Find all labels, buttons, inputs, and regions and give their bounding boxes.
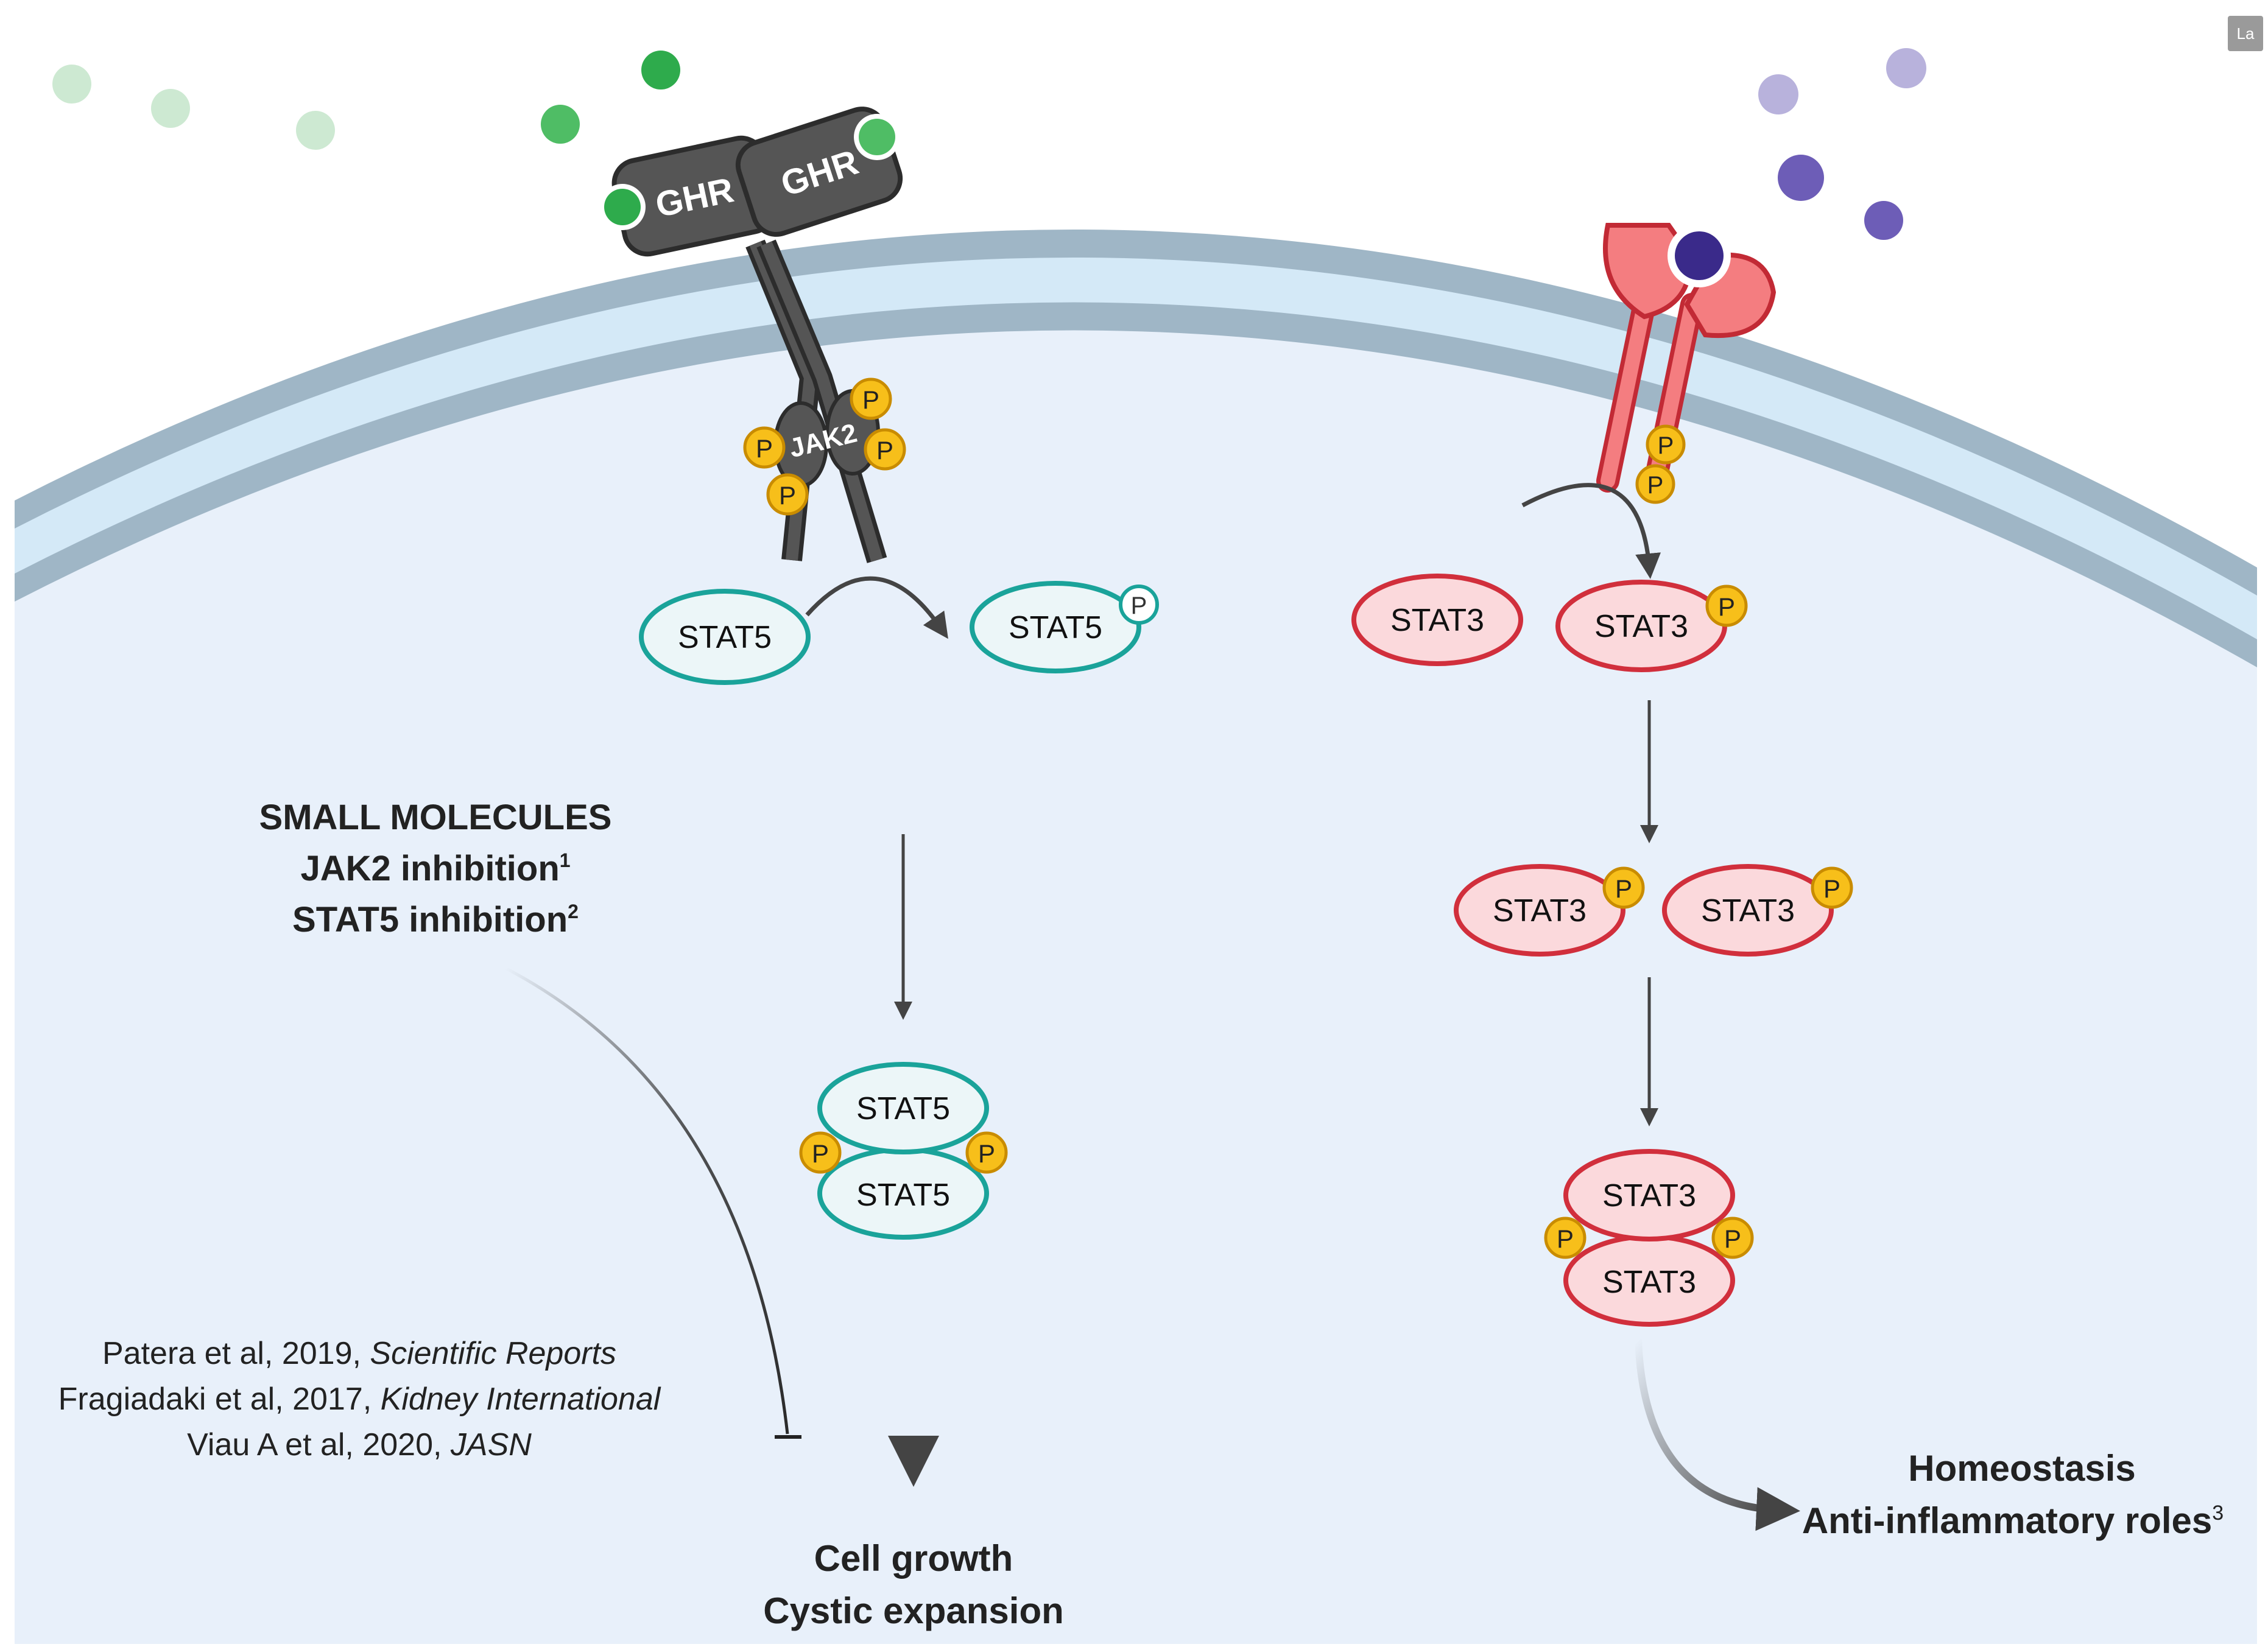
reference-2: Fragiadaki et al, 2017, Kidney Internati… <box>58 1382 661 1417</box>
il-stalk-left-inner <box>1601 297 1652 488</box>
ghr-stalk-right-inner <box>760 241 883 562</box>
phospho-label: P <box>1724 1224 1741 1253</box>
ghr-bound-ligand-right-core <box>859 119 895 155</box>
stat3-monomer-left-label: STAT3 <box>1493 893 1587 929</box>
reference-3: Viau A et al, 2020, JASN <box>187 1427 532 1463</box>
stat3-activation-arrow <box>1521 483 1661 579</box>
stat3-monomers: STAT3 P STAT3 P <box>1454 864 1853 957</box>
gh-ligand-4 <box>541 105 580 144</box>
il-ligand-1 <box>1758 74 1798 114</box>
intervention-line1: JAK2 inhibition1 <box>300 849 570 888</box>
stat3-inactive-label: STAT3 <box>1390 603 1484 638</box>
stat3-dimer-top-label: STAT3 <box>1602 1178 1696 1213</box>
reference-1: Patera et al, 2019, Scientific Reports <box>102 1336 616 1371</box>
phospho-label: P <box>1647 472 1664 499</box>
phospho-badge: P <box>799 1131 842 1174</box>
phospho-label: P <box>1658 432 1674 459</box>
phospho-badge: P <box>1602 866 1645 909</box>
phospho-badge: P <box>864 428 906 471</box>
intervention-text: SMALL MOLECULES JAK2 inhibition1 STAT5 i… <box>259 798 612 939</box>
phospho-badge: P <box>1544 1217 1587 1259</box>
phospho-badge: P <box>1811 866 1853 909</box>
phospho-label: P <box>779 481 796 510</box>
ghr-receptor: GHR GHR JAK2 P P P <box>599 107 906 563</box>
il-receptor: P P <box>1596 223 1777 504</box>
gh-ligand-2 <box>151 89 190 128</box>
intervention-heading: SMALL MOLECULES <box>259 798 612 837</box>
corner-tag: La <box>2228 16 2263 51</box>
phospho-label: P <box>1557 1224 1574 1253</box>
stat3-outcome-arrow <box>1635 1339 1800 1531</box>
stat3-inactive <box>1351 574 1523 666</box>
stat5-active <box>970 581 1141 673</box>
inhibition-line <box>504 966 789 1435</box>
stat3-monomer-right-label: STAT3 <box>1701 893 1795 929</box>
stat3-dimer-top <box>1563 1149 1735 1241</box>
il-ligands <box>1758 48 1926 240</box>
jak2-phosphates: P P P P <box>743 378 906 516</box>
left-outcome: Cell growth Cystic expansion <box>763 1538 1064 1631</box>
right-outcome: Homeostasis Anti-inflammatory roles3 <box>1802 1448 2224 1541</box>
phospho-badge: P <box>743 426 786 469</box>
stat5-dimer-top <box>817 1062 989 1154</box>
phospho-label: P <box>756 434 773 463</box>
gh-ligand-1 <box>52 65 91 104</box>
intervention-line2: STAT5 inhibition2 <box>292 900 579 939</box>
stat5-activation: STAT5 STAT5 P <box>639 576 1159 685</box>
phospho-label: P <box>1823 874 1840 903</box>
stat5-dimer-bottom-label: STAT5 <box>856 1178 950 1213</box>
stat5-phospho-badge <box>1119 585 1159 625</box>
stat5-inactive <box>639 589 811 685</box>
phospho-badge: P <box>850 378 892 420</box>
stat5-inactive-label: STAT5 <box>678 620 772 655</box>
il-ligand-4 <box>1864 201 1903 240</box>
left-outcome-line1: Cell growth <box>814 1538 1013 1579</box>
left-outcome-line2: Cystic expansion <box>763 1590 1064 1631</box>
phospho-badge: P <box>1646 424 1686 465</box>
right-outcome-line1: Homeostasis <box>1908 1448 2135 1489</box>
stat3-activation: STAT3 STAT3 P <box>1351 483 1748 672</box>
gh-ligand-3 <box>296 111 335 150</box>
phospho-badge: P <box>965 1131 1008 1174</box>
il-ligand-2 <box>1886 48 1926 88</box>
stat5-phospho-label: P <box>1131 592 1147 619</box>
phospho-badge: P <box>1635 464 1675 504</box>
phospho-label: P <box>876 436 893 465</box>
phospho-badge: P <box>1711 1217 1754 1259</box>
il-ligand-3 <box>1778 155 1824 201</box>
phospho-badge: P <box>1705 585 1748 627</box>
ghr-bound-ligand-left-core <box>604 189 641 225</box>
phospho-badge: P <box>766 473 809 516</box>
phospho-label: P <box>1615 874 1632 903</box>
stat3-dimer-bottom-label: STAT3 <box>1602 1265 1696 1300</box>
gh-ligands <box>52 51 680 150</box>
il-bound-ligand <box>1675 231 1724 280</box>
stat3-dimer: STAT3 STAT3 P P <box>1544 1149 1754 1327</box>
stat3-monomer-right <box>1662 864 1834 957</box>
right-outcome-line2: Anti-inflammatory roles3 <box>1802 1500 2224 1541</box>
phospho-label: P <box>812 1139 829 1168</box>
phospho-label: P <box>1718 592 1735 621</box>
stat3-active-label: STAT3 <box>1594 609 1688 644</box>
stat3-monomer-left <box>1454 864 1625 957</box>
phospho-label: P <box>862 385 879 414</box>
stat5-active-label: STAT5 <box>1009 610 1102 645</box>
phospho-label: P <box>978 1139 995 1168</box>
stat5-activation-arrow <box>805 576 948 639</box>
references: Patera et al, 2019, Scientific Reports F… <box>58 1336 661 1463</box>
stat5-dimer: STAT5 STAT5 P P <box>799 1062 1008 1240</box>
stat5-dimer-top-label: STAT5 <box>856 1091 950 1126</box>
gh-ligand-5 <box>641 51 680 90</box>
